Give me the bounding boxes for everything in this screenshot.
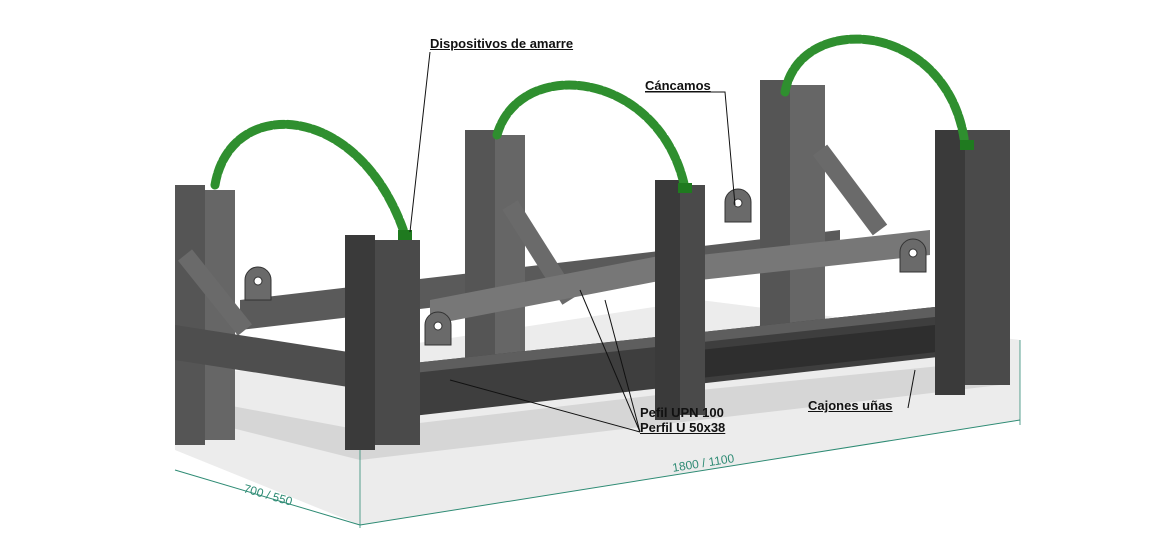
cross-beam-2 <box>700 230 930 280</box>
label-u-profile: Perfil U 50x38 <box>640 420 726 435</box>
fork-pocket <box>700 318 1000 378</box>
label-eyebolts: Cáncamos <box>645 78 711 93</box>
label-lashing-devices: Dispositivos de amarre <box>430 36 574 51</box>
dim-line-width <box>174 469 361 526</box>
dim-line-length <box>359 419 1021 526</box>
eyebolts <box>244 188 927 346</box>
chain-2 <box>492 80 690 193</box>
cross-beam-1 <box>430 250 690 325</box>
chains <box>210 34 970 240</box>
front-posts <box>345 130 1010 450</box>
leader-lines <box>409 51 916 433</box>
label-upn-profile: Pefil UPN 100 <box>640 405 724 420</box>
back-posts <box>175 80 825 445</box>
chain-3 <box>780 34 970 150</box>
side-beam-left <box>175 325 400 395</box>
label-fork-pockets: Cajones uñas <box>808 398 893 413</box>
chain-1 <box>210 119 410 240</box>
chain-hooks <box>398 140 974 240</box>
